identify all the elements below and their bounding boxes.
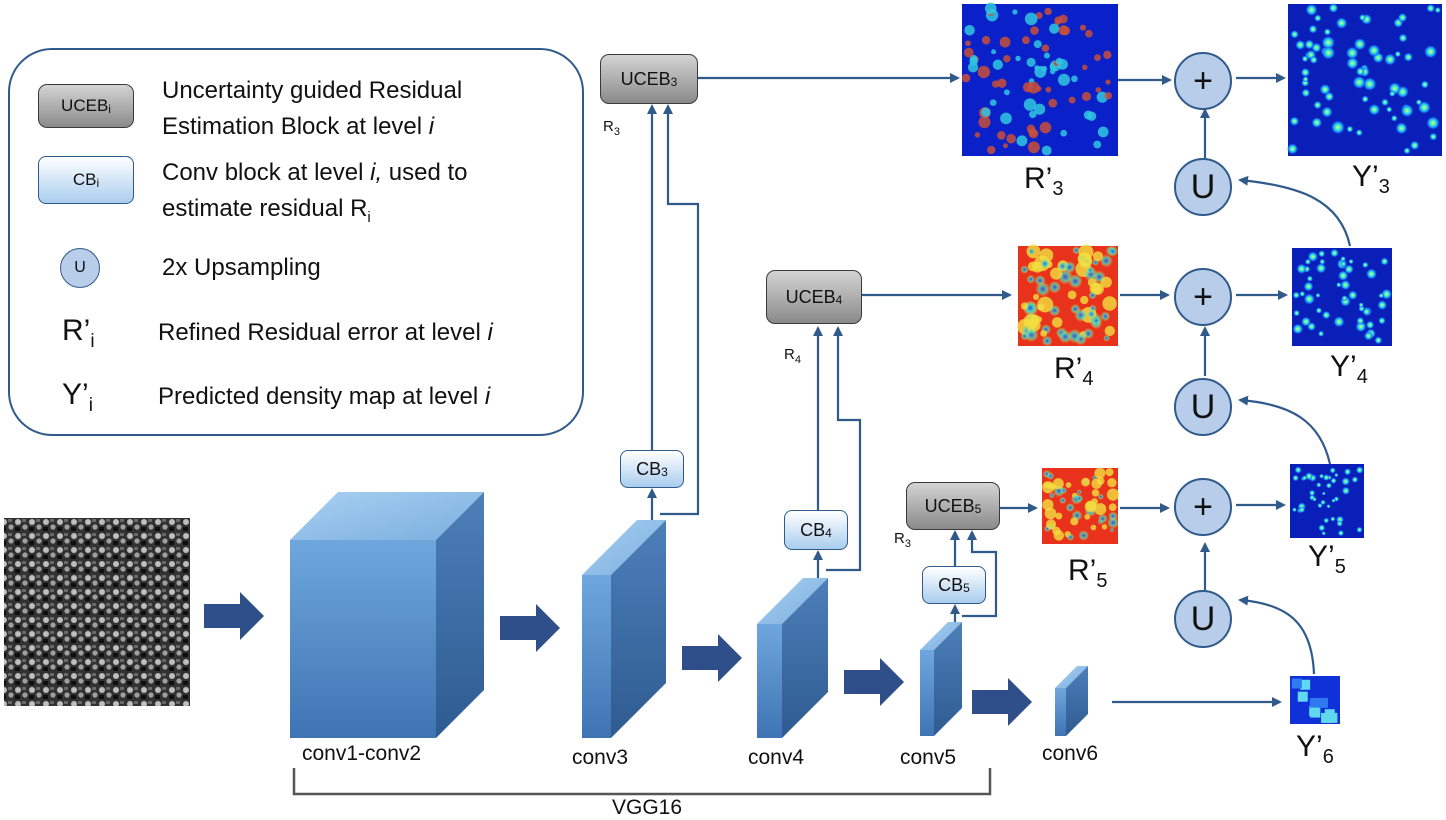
y5-prime-label: Y’5 bbox=[1308, 540, 1346, 578]
r5-label: R3 bbox=[894, 530, 911, 550]
cube-conv1-conv2 bbox=[290, 492, 484, 738]
flow-arrow-conv3 bbox=[682, 634, 742, 682]
y3-prime-label: Y’3 bbox=[1352, 160, 1390, 198]
residual-map-r5 bbox=[1042, 467, 1120, 544]
upsample-node-5: U bbox=[1174, 590, 1232, 648]
r3-label: R3 bbox=[603, 118, 620, 138]
cube-conv4 bbox=[757, 578, 828, 738]
legend-r-text: Refined Residual error at level i bbox=[158, 319, 493, 346]
plus-node-4: + bbox=[1174, 268, 1232, 326]
conv4-label: conv4 bbox=[748, 746, 805, 769]
density-map-y3 bbox=[1287, 3, 1442, 156]
arrow-conv4-skip-uceb4 bbox=[826, 326, 862, 572]
plus-node-3: + bbox=[1174, 52, 1232, 110]
conv6-label: conv6 bbox=[1042, 742, 1099, 765]
plus-node-5: + bbox=[1174, 478, 1232, 536]
y6-prime-label: Y’6 bbox=[1296, 730, 1334, 768]
flow-arrow-conv5 bbox=[972, 678, 1032, 726]
upsample-node-4: U bbox=[1174, 378, 1232, 436]
residual-map-r3 bbox=[961, 2, 1118, 156]
cube-conv6 bbox=[1055, 666, 1088, 736]
flow-arrow-input bbox=[204, 592, 264, 640]
vgg16-label: VGG16 bbox=[612, 796, 683, 819]
density-map-y4 bbox=[1292, 248, 1393, 346]
r3-prime-label: R’3 bbox=[1024, 162, 1064, 200]
flow-arrows bbox=[204, 592, 1032, 726]
arrow-y4-to-u3 bbox=[1238, 175, 1352, 247]
flow-arrow-conv12 bbox=[500, 604, 560, 652]
legend-upsample-text: 2x Upsampling bbox=[162, 254, 321, 281]
r4-label: R4 bbox=[784, 346, 801, 366]
legend-y-symbol: Y’i bbox=[62, 378, 93, 416]
y4-prime-label: Y’4 bbox=[1330, 350, 1368, 388]
conv5-label: conv5 bbox=[900, 746, 957, 769]
arrow-y5-to-u4 bbox=[1238, 395, 1332, 465]
r5-prime-label: R’5 bbox=[1068, 554, 1108, 592]
residual-map-r4 bbox=[1017, 244, 1119, 347]
vgg16-bracket bbox=[292, 768, 992, 796]
arrow-y6-to-u5 bbox=[1238, 595, 1316, 675]
legend-r-symbol: R’i bbox=[62, 314, 95, 352]
legend-y-text: Predicted density map at level i bbox=[158, 383, 491, 410]
legend-cb-line2: estimate residual Ri bbox=[162, 195, 371, 226]
flow-arrow-conv4 bbox=[844, 658, 904, 706]
input-crowd-image bbox=[4, 518, 190, 706]
r4-prime-label: R’4 bbox=[1054, 352, 1094, 390]
conv1-conv2-label: conv1-conv2 bbox=[302, 742, 422, 765]
arrow-conv3-skip-uceb3 bbox=[660, 104, 700, 516]
legend-upsample-icon: U bbox=[60, 248, 100, 288]
legend-uceb-line2: Estimation Block at level i bbox=[162, 113, 435, 140]
connectors bbox=[647, 73, 1352, 707]
density-map-y5 bbox=[1290, 464, 1364, 538]
legend-cb-line1: Conv block at level i, used to bbox=[162, 159, 468, 186]
arrow-conv5-skip-uceb5 bbox=[962, 530, 998, 618]
legend-uceb-line1: Uncertainty guided Residual bbox=[162, 77, 463, 104]
upsample-node-3: U bbox=[1174, 158, 1232, 216]
cube-conv3 bbox=[582, 520, 666, 738]
cube-conv5 bbox=[920, 622, 962, 736]
density-map-y6 bbox=[1290, 676, 1340, 724]
conv3-label: conv3 bbox=[572, 746, 629, 769]
